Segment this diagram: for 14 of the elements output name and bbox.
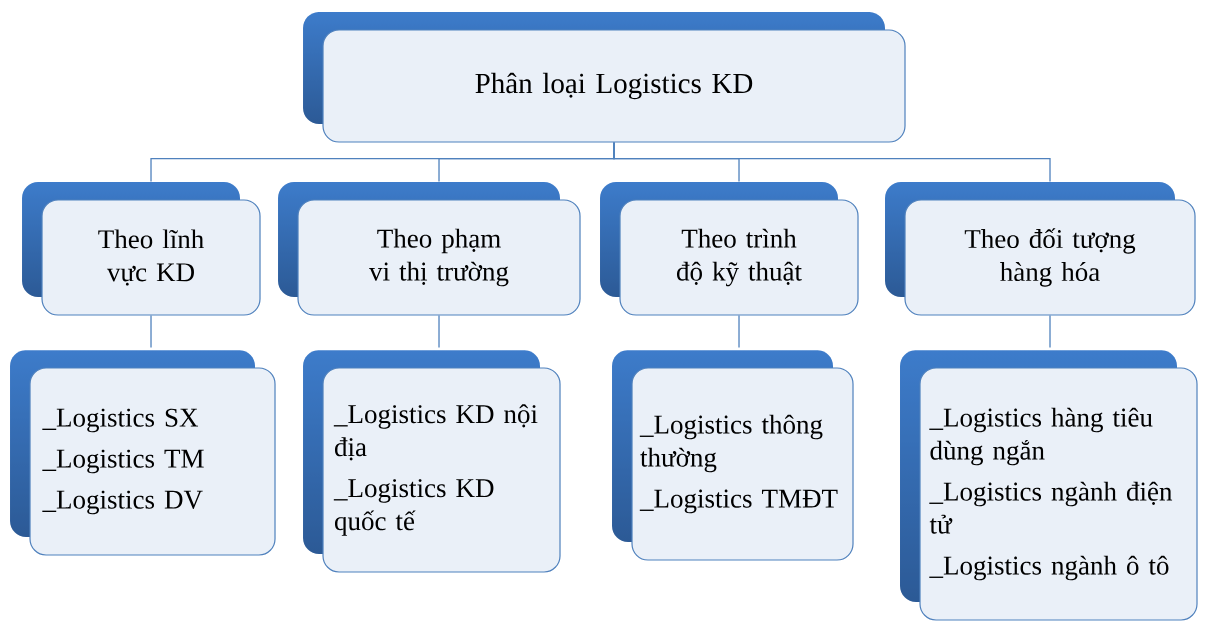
connector-line [613, 141, 1051, 183]
list-box: _Logistics thông thường _Logistics TMĐT [631, 367, 854, 561]
list-box: _Logistics KD nội địa _Logistics KD quốc tế [322, 367, 561, 573]
connector-line [150, 314, 152, 349]
list-box: _Logistics hàng tiêu dùng ngắn _Logistics ngành điện tử _Logistics ngành ô tô [919, 367, 1198, 621]
category-box: Theo trình độ kỹ thuật [619, 199, 859, 316]
connector-line [738, 314, 740, 349]
category-box: Theo lĩnh vực KD [41, 199, 261, 316]
root-box: Phân loại Logistics KD [322, 29, 906, 143]
list-box: _Logistics SX _Logistics TM _Logistics DV [29, 367, 276, 556]
connector-line [438, 314, 440, 349]
category-box: Theo đối tượng hàng hóa [904, 199, 1196, 316]
connector-line [1049, 314, 1051, 349]
category-box: Theo phạm vi thị trường [297, 199, 581, 316]
